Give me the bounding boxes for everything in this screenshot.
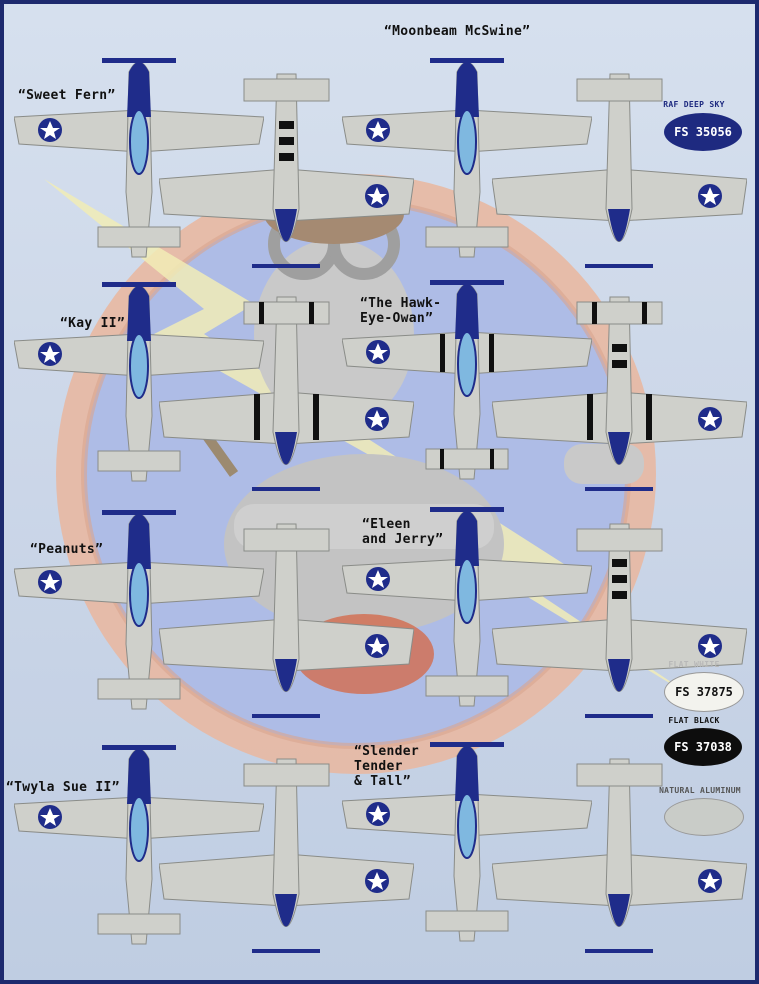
swatch-caption: NATURAL ALUMINUM — [659, 786, 741, 795]
decal-sheet: “Sweet Fern” “Moonbeam McSwine” “Kay II”… — [4, 4, 755, 980]
swatch-code: FS 35056 — [674, 125, 732, 139]
fighter-bottom-view-invasion-stripes — [492, 509, 747, 724]
aircraft-name-label: “Kay II” — [60, 316, 126, 331]
color-swatch — [664, 798, 744, 836]
aircraft-name-label: “Slender Tender & Tall” — [354, 744, 420, 789]
aircraft-name-label: “The Hawk- Eye-Owan” — [360, 296, 442, 326]
aircraft-name-label: “Peanuts” — [30, 542, 104, 557]
fighter-bottom-view — [159, 59, 414, 274]
fighter-bottom-view-invasion-stripes — [492, 282, 747, 497]
aircraft-name-label: “Moonbeam McSwine” — [384, 24, 531, 39]
fighter-bottom-view — [159, 509, 414, 724]
aircraft-name-label: “Sweet Fern” — [18, 88, 116, 103]
fighter-top-view-blue-nose — [342, 736, 592, 951]
fighter-bottom-view — [492, 744, 747, 959]
aircraft-name-label: “Twyla Sue II” — [6, 780, 120, 795]
fighter-bottom-view — [159, 744, 414, 959]
swatch-code: FS 37038 — [674, 740, 732, 754]
fighter-bottom-view-invasion-stripes — [159, 282, 414, 497]
swatch-caption: FLAT WHITE — [668, 660, 720, 669]
fighter-top-view-blue-nose-invasion-stripes — [342, 274, 592, 489]
fighter-bottom-view — [492, 59, 747, 274]
swatch-caption: RAF DEEP SKY — [663, 100, 725, 109]
fighter-top-view-blue-nose — [14, 276, 264, 491]
fighter-top-view-blue-nose — [14, 504, 264, 719]
color-swatch: FS 37875 — [664, 672, 744, 712]
aircraft-name-label: “Eleen and Jerry” — [362, 517, 444, 547]
fighter-top-view-blue-nose — [342, 52, 592, 267]
fighter-top-view-blue-nose — [14, 52, 264, 267]
swatch-code: FS 37875 — [675, 685, 733, 699]
swatch-caption: FLAT BLACK — [668, 716, 720, 725]
color-swatch: FS 35056 — [664, 113, 742, 151]
fighter-top-view-blue-nose — [342, 501, 592, 716]
fighter-top-view-blue-nose — [14, 739, 264, 954]
color-swatch: FS 37038 — [664, 728, 742, 766]
